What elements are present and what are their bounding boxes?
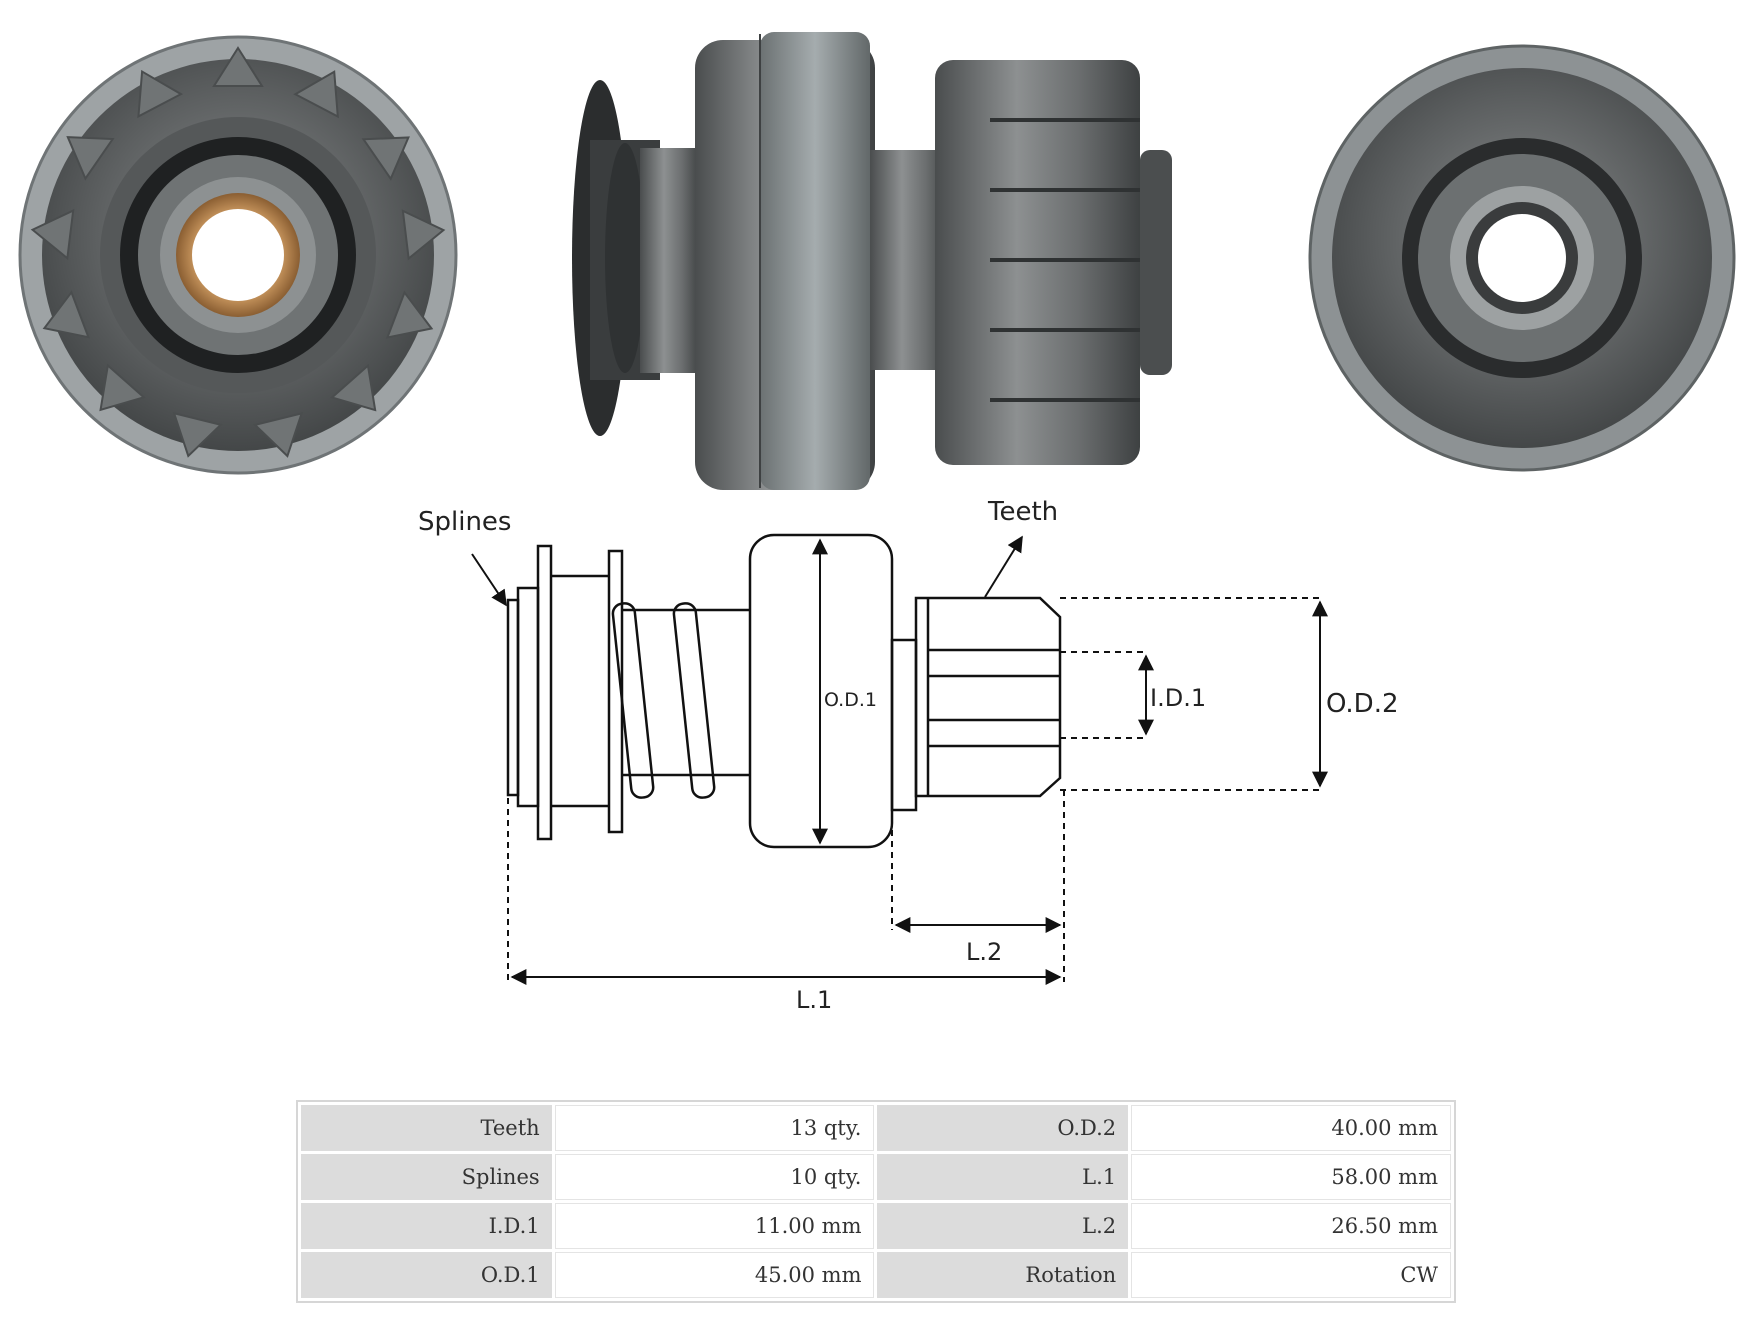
label-l1: L.1 <box>796 986 832 1014</box>
rear-view-photo <box>1308 44 1736 472</box>
spec-label: O.D.2 <box>877 1105 1129 1151</box>
label-od1: O.D.1 <box>824 689 877 711</box>
label-od2: O.D.2 <box>1326 689 1399 719</box>
drive-outline <box>506 533 1062 849</box>
label-teeth: Teeth <box>987 497 1058 527</box>
table-row: Teeth 13 qty. O.D.2 40.00 mm <box>301 1105 1451 1151</box>
table-row: I.D.1 11.00 mm L.2 26.50 mm <box>301 1203 1451 1249</box>
spec-label: O.D.1 <box>301 1252 552 1298</box>
spec-value: 10 qty. <box>554 1154 875 1200</box>
spec-label: L.1 <box>877 1154 1129 1200</box>
spec-value: 58.00 mm <box>1131 1154 1451 1200</box>
front-view-photo <box>18 35 458 475</box>
spec-value: 45.00 mm <box>554 1252 875 1298</box>
product-photos <box>18 32 1736 490</box>
label-splines: Splines <box>418 507 511 537</box>
table-row: O.D.1 45.00 mm Rotation CW <box>301 1252 1451 1298</box>
spec-value: 11.00 mm <box>554 1203 875 1249</box>
side-view-photo <box>572 32 1172 490</box>
label-id1: I.D.1 <box>1150 684 1206 712</box>
spec-value: 13 qty. <box>554 1105 875 1151</box>
spec-value: 26.50 mm <box>1131 1203 1451 1249</box>
spec-table: Teeth 13 qty. O.D.2 40.00 mm Splines 10 … <box>296 1100 1456 1303</box>
spec-label: Rotation <box>877 1252 1129 1298</box>
dimension-lines <box>471 535 1328 985</box>
spec-label: I.D.1 <box>301 1203 552 1249</box>
spec-label: L.2 <box>877 1203 1129 1249</box>
spec-label: Splines <box>301 1154 552 1200</box>
spec-value: 40.00 mm <box>1131 1105 1451 1151</box>
label-l2: L.2 <box>966 938 1002 966</box>
spec-value: CW <box>1131 1252 1451 1298</box>
spec-label: Teeth <box>301 1105 552 1151</box>
table-row: Splines 10 qty. L.1 58.00 mm <box>301 1154 1451 1200</box>
